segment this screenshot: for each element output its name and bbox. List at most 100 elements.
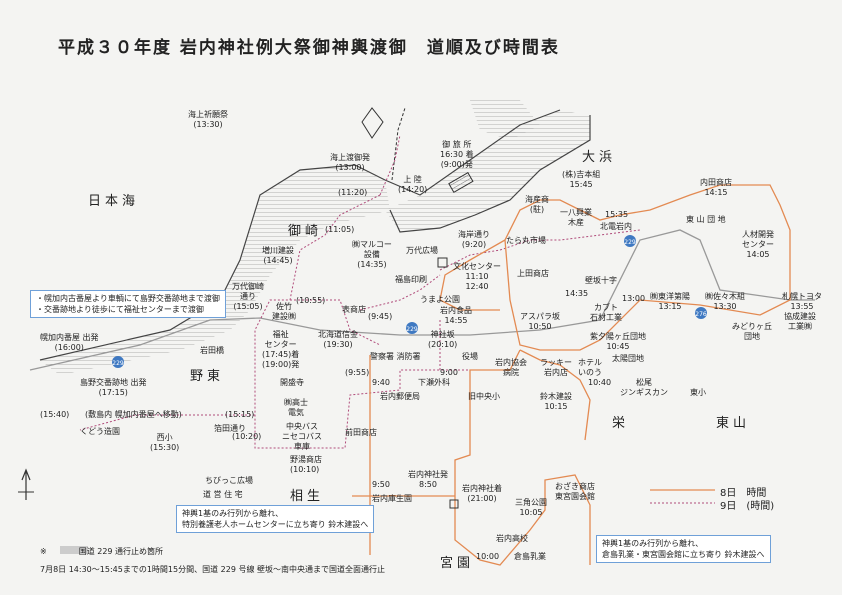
label-umigami-tobo: 海上渡御発(13:00) xyxy=(330,153,370,172)
label-douei: 道 営 住 宅 xyxy=(203,490,243,499)
label-945: (9:45) xyxy=(368,312,393,321)
label-1000: 10:00 xyxy=(476,552,500,561)
label-kabuto: カブト石材工業 xyxy=(590,303,622,322)
label-omote: 表商店 xyxy=(342,305,366,314)
area-nihonkai: 日本海 xyxy=(88,194,140,209)
label-kudou: くどう造園 xyxy=(80,427,120,436)
label-nishi: 西小(15:30) xyxy=(150,433,180,452)
label-joriku: 上 陸(14:20) xyxy=(398,175,428,194)
road-shield-4: 276 xyxy=(695,307,707,319)
road-shield-2: 229 xyxy=(406,322,418,334)
label-ueda: 上田商店 xyxy=(517,269,549,278)
harbor-building xyxy=(448,171,474,194)
label-1540: (15:40) xyxy=(40,410,70,419)
footnote-date: 7月8日 14:30～15:45までの1時間15分間、国道 229 号線 壁坂～… xyxy=(40,565,385,574)
label-950: 9:50 xyxy=(372,480,390,489)
area-misaki: 御崎 xyxy=(288,224,323,239)
label-kaidome: 開盛寺 xyxy=(280,378,304,387)
coast-north xyxy=(470,100,540,140)
label-rakki: ラッキー岩内店 xyxy=(540,358,572,377)
label-satsujin: 警察署 消防署 xyxy=(370,352,421,361)
coast-harbor xyxy=(385,110,590,232)
closure-marker xyxy=(60,546,88,554)
label-kurashima: 倉島乳業 xyxy=(514,552,546,561)
label-jinja-arr: 岩内神社着(21:00) xyxy=(462,484,502,503)
area-miyazono: 宮園 xyxy=(440,556,475,571)
label-hokkaido: 北海道信金(19:30) xyxy=(318,330,358,349)
label-hakuda: 箔田通り xyxy=(214,424,246,433)
label-jinjazaka: 神社坂(20:10) xyxy=(428,330,458,349)
label-midori: みどりヶ丘団地 xyxy=(732,322,772,341)
svg-text:229: 229 xyxy=(624,239,636,246)
label-kaisuiki: 海産商(駐) xyxy=(525,195,549,214)
label-chuo-bus: 中央バスニセコバス車庫 xyxy=(282,422,322,451)
label-umigami: 海上祈願祭(13:30) xyxy=(188,110,228,129)
label-okazaki: おざき商店東宮園会館 xyxy=(555,482,595,501)
label-chibi: ちびっこ広場 xyxy=(205,476,253,485)
label-kaitomi: ㈱高士電気 xyxy=(284,398,308,417)
label-1105: (11:05) xyxy=(325,225,355,234)
label-noyudo: 野湯商店(10:10) xyxy=(290,455,322,474)
area-higashiyama: 東山 xyxy=(716,416,751,431)
label-1055: (10:55) xyxy=(296,296,326,305)
coast-line2 xyxy=(389,115,591,233)
label-fukushi: 福祉センター(17:45)着(19:00)発 xyxy=(262,330,300,369)
area-ohama: 大浜 xyxy=(582,150,617,165)
label-955: (9:55) xyxy=(345,368,370,377)
label-matsumi: 松尾ジンギスカン xyxy=(620,378,668,397)
note-box-sw: 神輿1基のみ行列から離れ、特別養護老人ホームセンターに立ち寄り 鈴木建設へ xyxy=(176,505,375,533)
label-taramaru: たら丸市場 xyxy=(506,236,546,245)
label-masukawa: 増川建設(14:45) xyxy=(262,246,294,265)
bunka-marker xyxy=(437,257,448,268)
legend-day8: 8日 時間 xyxy=(720,488,767,499)
north-arrow-icon xyxy=(18,468,34,500)
label-1040: 10:40 xyxy=(588,378,612,387)
label-shima: 島野交番跡地 出発(17:15) xyxy=(80,378,147,397)
note-left-box: ・幌加内古番屋より車輌にて島野交番跡地まで渡御・交番跡地より徒歩にて福祉センター… xyxy=(30,290,226,318)
label-iwauchikan: 岩内庫生園 xyxy=(372,494,412,503)
label-hotel: ホテルいのう xyxy=(578,358,602,377)
svg-text:276: 276 xyxy=(695,311,707,318)
label-yakuba: 役場 xyxy=(462,352,478,361)
label-shimozora: 下瀬外科 xyxy=(418,378,450,387)
label-yubin: 岩内郵便局 xyxy=(380,392,420,401)
label-misaki-dori: 万代御崎通り(15:05) xyxy=(232,282,264,311)
label-kaigan: 海岸通り(9:20) xyxy=(458,230,490,249)
label-kokou: 岩内高校 xyxy=(496,534,528,543)
label-kyuchu: 旧中央小 xyxy=(468,392,500,401)
page-title: 平成３０年度 岩内神社例大祭御神輿渡御 道順及び時間表 xyxy=(58,38,560,58)
label-maruko: ㈱マルコー設備(14:35) xyxy=(352,240,392,269)
label-1515: (15:15) xyxy=(225,410,255,419)
label-1535: 15:35 xyxy=(605,210,629,219)
breakwater xyxy=(361,107,384,139)
label-sato: 佐竹建設㈱ xyxy=(272,302,296,321)
label-toyama: 東 山 団 地 xyxy=(686,215,726,224)
svg-text:229: 229 xyxy=(406,326,418,333)
label-940: 9:40 xyxy=(372,378,390,387)
label-maeda: 前田商店 xyxy=(345,428,377,437)
label-manyo: 万代広場 xyxy=(406,246,438,255)
area-aioi: 相生 xyxy=(290,489,325,504)
label-1435: 14:35 xyxy=(565,289,589,298)
label-kozo: (敷島内 幌加内番屋へ移動) xyxy=(85,410,182,419)
breakwater-2 xyxy=(391,107,406,181)
label-ichihachi: 一八興業木産 xyxy=(560,208,592,227)
label-1300: 13:00 xyxy=(622,294,646,303)
label-uotoku: うまよ公園 xyxy=(420,295,460,304)
legend-day9: 9日 (時間) xyxy=(720,501,775,512)
road-shield-1: 229 xyxy=(112,356,124,368)
footnote-closure: ※ 国道 229 通行止め箇所 xyxy=(40,547,164,556)
label-kyowa: 協成建設工業㈱ xyxy=(784,312,816,331)
label-900: 9:00 xyxy=(440,368,458,377)
